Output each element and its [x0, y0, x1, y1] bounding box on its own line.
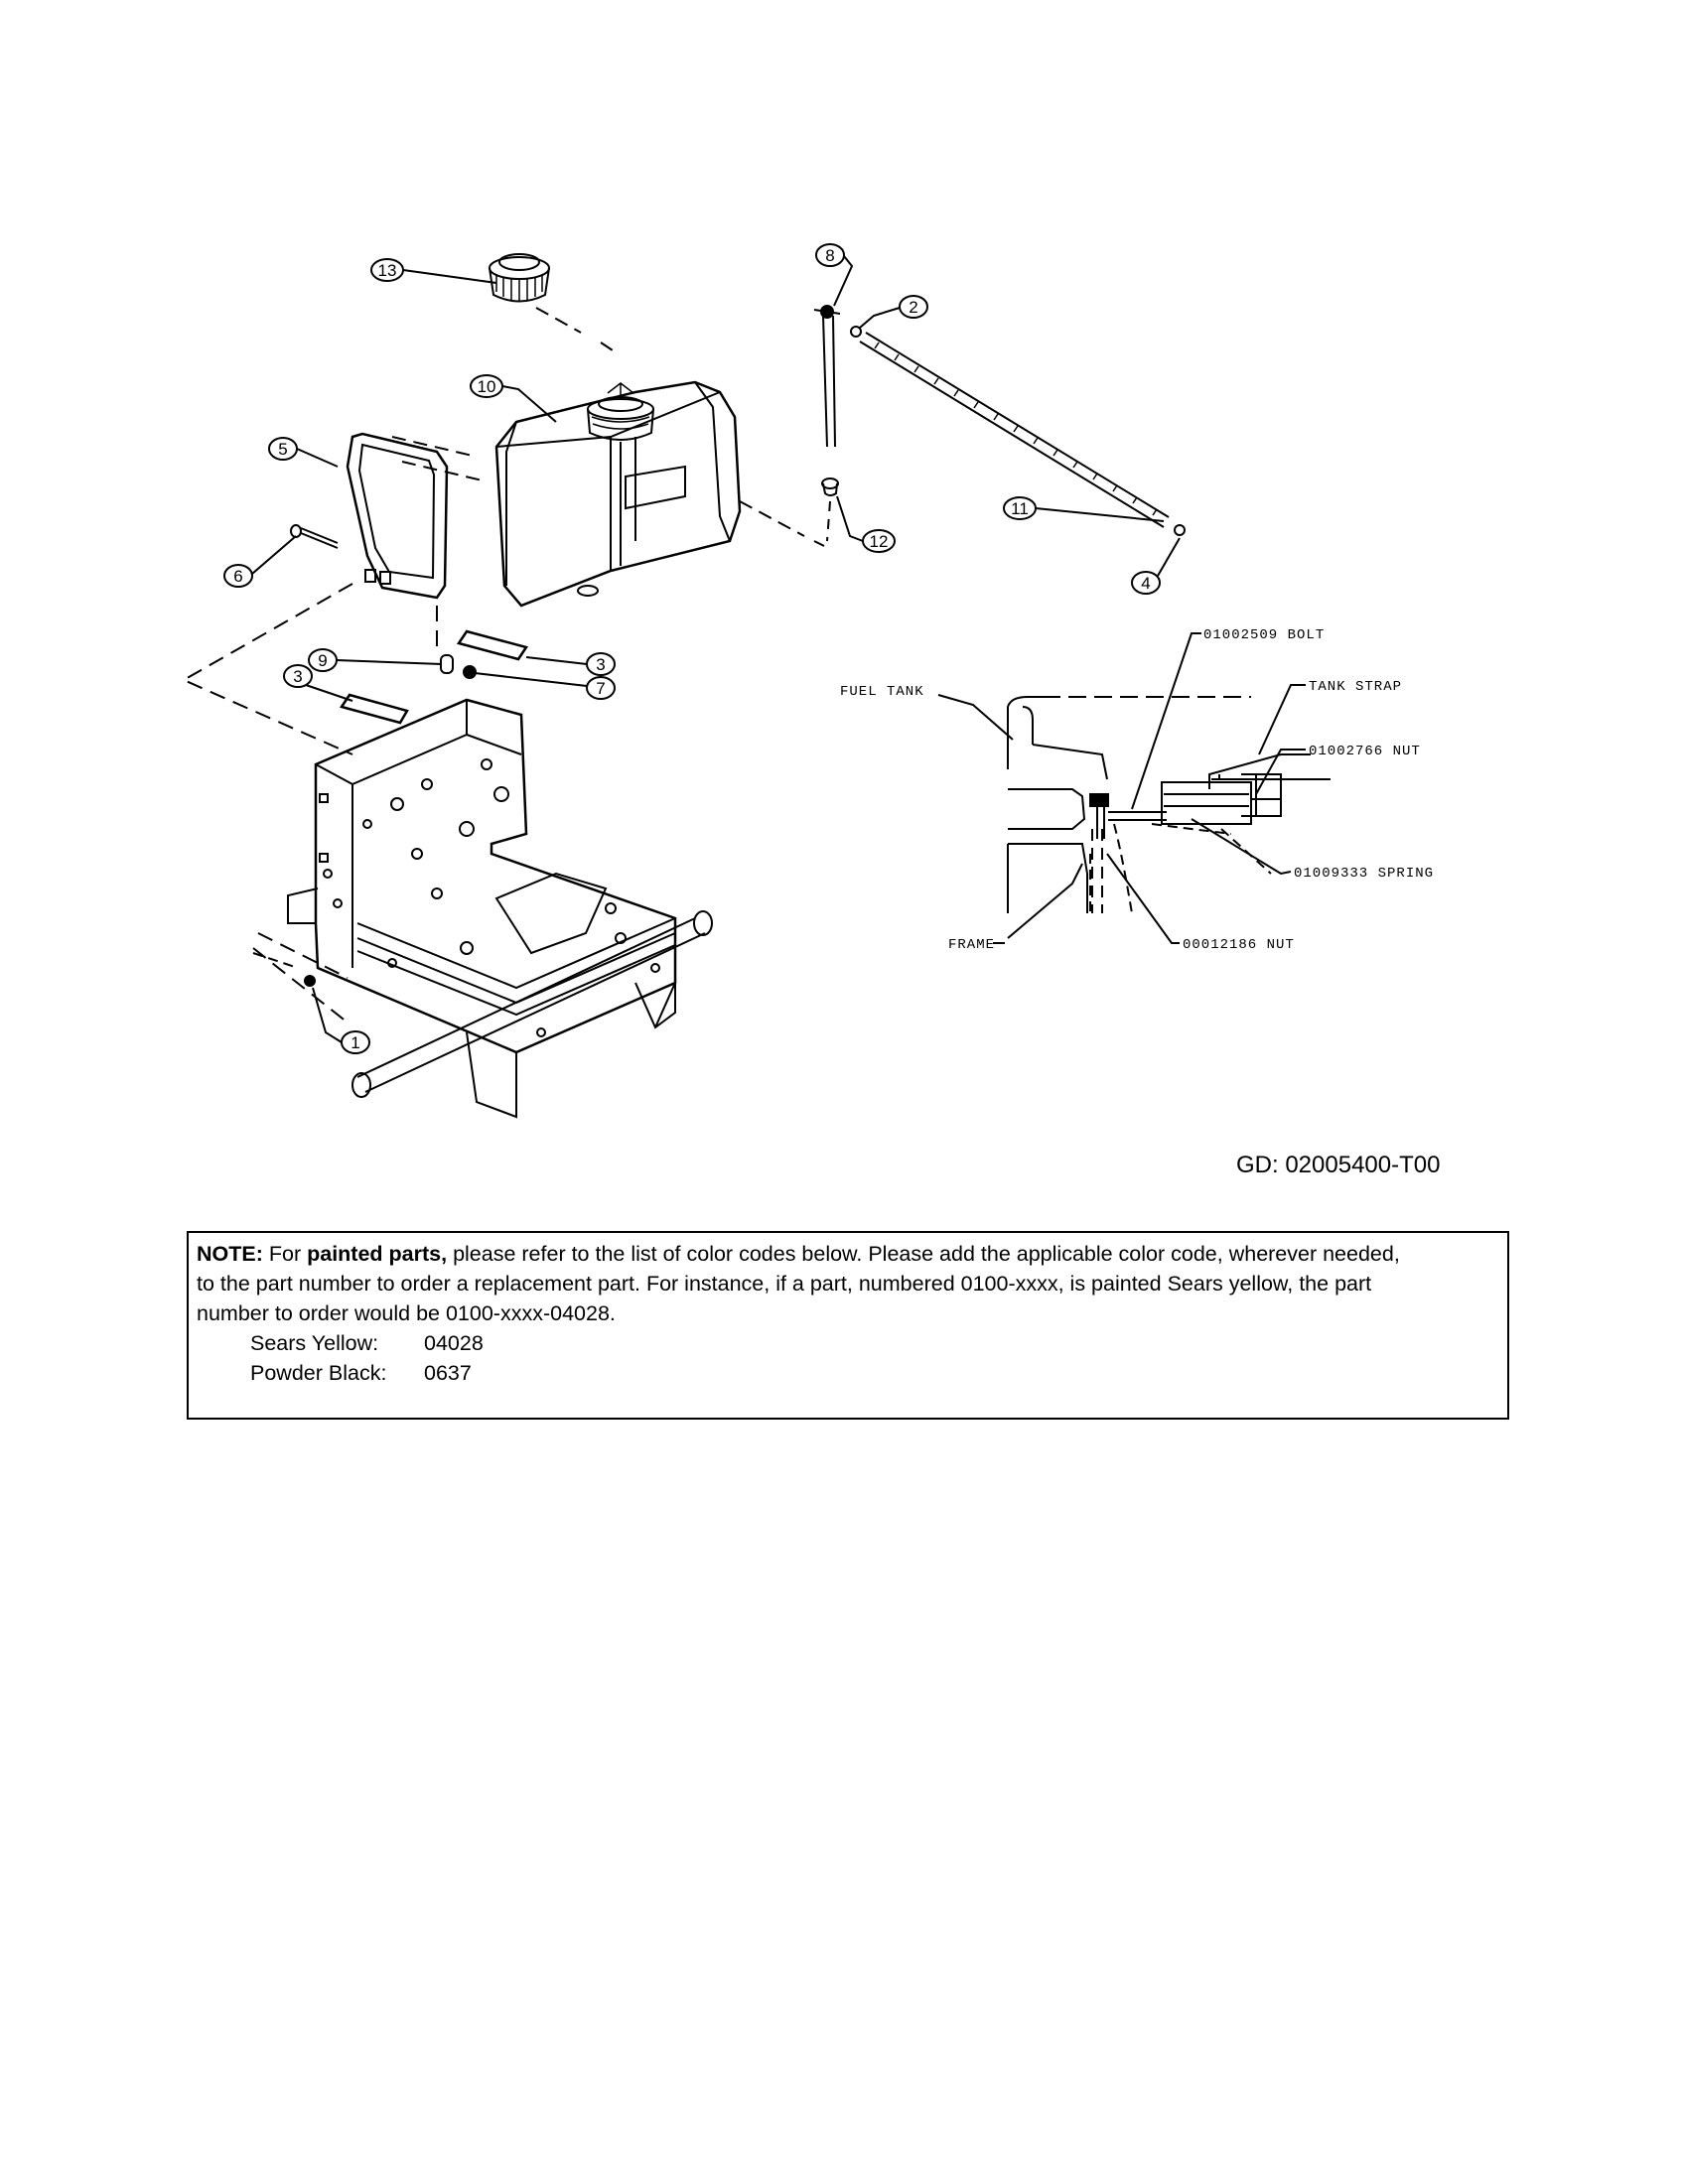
- label-tank-strap: TANK STRAP: [1309, 679, 1402, 695]
- gauge-dash: [826, 500, 831, 542]
- svg-text:9: 9: [318, 651, 327, 670]
- svg-text:7: 7: [596, 679, 605, 698]
- tank-strap: [346, 432, 449, 600]
- color-name: Sears Yellow:: [250, 1331, 379, 1355]
- svg-text:10: 10: [478, 377, 496, 396]
- callout-4: 4: [1131, 537, 1181, 595]
- painted-parts-note: NOTE: For painted parts, please refer to…: [187, 1231, 1509, 1420]
- exploded-parts-diagram: 1 2 3 3 4 5 6 7 8 9: [181, 243, 1434, 1119]
- callout-11: 11: [1003, 496, 1165, 522]
- callout-5: 5: [268, 437, 339, 468]
- callout-3-lower: 3: [283, 664, 353, 702]
- tank-dash-line: [739, 500, 825, 547]
- gas-cap: [489, 253, 550, 303]
- label-fuel-tank: FUEL TANK: [840, 684, 924, 700]
- color-code: 04028: [424, 1331, 484, 1355]
- nut-7: [463, 665, 477, 679]
- pad-3-lower: [339, 693, 409, 725]
- svg-text:2: 2: [909, 298, 917, 317]
- fuel-tank: [494, 380, 742, 608]
- svg-text:4: 4: [1141, 574, 1150, 593]
- callout-9: 9: [308, 648, 443, 672]
- color-row-sears-yellow: Sears Yellow: 04028: [197, 1328, 1499, 1358]
- clamp-2: [850, 326, 862, 338]
- svg-text:8: 8: [825, 246, 834, 265]
- frame-dash-lines: [181, 583, 438, 1024]
- svg-text:3: 3: [596, 655, 605, 674]
- svg-text:13: 13: [378, 261, 397, 280]
- note-line-2: to the part number to order a replacemen…: [197, 1272, 1372, 1296]
- color-name: Powder Black:: [250, 1361, 387, 1385]
- note-lead: NOTE:: [197, 1242, 263, 1266]
- label-frame: FRAME: [948, 937, 995, 953]
- callout-7: 7: [474, 672, 616, 700]
- callout-1: 1: [312, 987, 370, 1054]
- callout-12: 12: [836, 495, 896, 553]
- svg-text:1: 1: [351, 1033, 359, 1052]
- nut-1: [304, 975, 316, 987]
- svg-text:12: 12: [870, 532, 889, 551]
- label-nut-01002766: 01002766 NUT: [1309, 744, 1421, 759]
- fuel-gauge: [813, 305, 841, 496]
- fuel-line: [859, 332, 1170, 528]
- detail-view: 01002509 BOLT FUEL TANK TANK STRAP 01002…: [840, 627, 1434, 953]
- note-pre: For: [268, 1242, 302, 1266]
- clamp-4: [1174, 524, 1186, 536]
- note-line-1: NOTE: For painted parts, please refer to…: [197, 1239, 1499, 1269]
- label-bolt: 01002509 BOLT: [1203, 627, 1325, 643]
- callout-10: 10: [470, 374, 557, 423]
- strap-dash-line: [391, 436, 488, 482]
- label-nut-00012186: 00012186 NUT: [1183, 937, 1295, 953]
- color-code: 0637: [424, 1361, 472, 1385]
- pad-3-upper: [456, 629, 529, 661]
- note-bold: painted parts,: [307, 1242, 448, 1266]
- frame: [287, 698, 713, 1119]
- svg-text:3: 3: [293, 667, 302, 686]
- diagram-code: GD: 02005400-T00: [1236, 1152, 1441, 1178]
- nut-1-dash: [252, 952, 299, 969]
- callout-6: 6: [223, 535, 297, 588]
- svg-text:6: 6: [233, 567, 242, 586]
- callout-3-upper: 3: [525, 652, 616, 676]
- cap-dash-line: [535, 307, 617, 353]
- note-line-3: number to order would be 0100-xxxx-04028…: [197, 1301, 616, 1325]
- callout-2: 2: [859, 295, 928, 329]
- callout-8: 8: [815, 243, 854, 307]
- note-line1-rest: please refer to the list of color codes …: [453, 1242, 1400, 1266]
- bolt-6: [290, 524, 339, 549]
- color-row-powder-black: Powder Black: 0637: [197, 1358, 1499, 1388]
- spring-9: [440, 654, 454, 674]
- callout-13: 13: [370, 258, 497, 284]
- svg-text:11: 11: [1011, 499, 1029, 518]
- label-spring: 01009333 SPRING: [1294, 866, 1434, 882]
- svg-text:5: 5: [278, 440, 287, 459]
